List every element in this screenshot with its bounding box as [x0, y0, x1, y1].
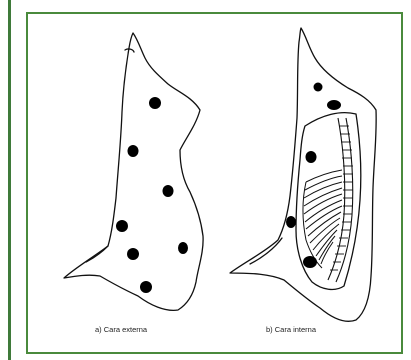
carcass-external-face	[64, 33, 203, 310]
spot	[140, 281, 152, 293]
spot	[149, 97, 161, 109]
spot	[178, 242, 188, 254]
external-spots	[116, 97, 188, 293]
carcass-internal-face	[230, 28, 376, 321]
spot	[327, 100, 341, 110]
spot	[163, 185, 174, 197]
spot	[127, 248, 139, 260]
spine	[328, 118, 353, 282]
caption-external-face: a) Cara externa	[95, 325, 147, 334]
spot	[306, 151, 317, 163]
spot	[116, 220, 128, 232]
ribs	[303, 170, 342, 268]
spot	[314, 83, 323, 92]
caption-internal-face: b) Cara interna	[266, 325, 316, 334]
spot	[286, 216, 296, 228]
spot	[303, 256, 317, 268]
spot	[128, 145, 139, 157]
